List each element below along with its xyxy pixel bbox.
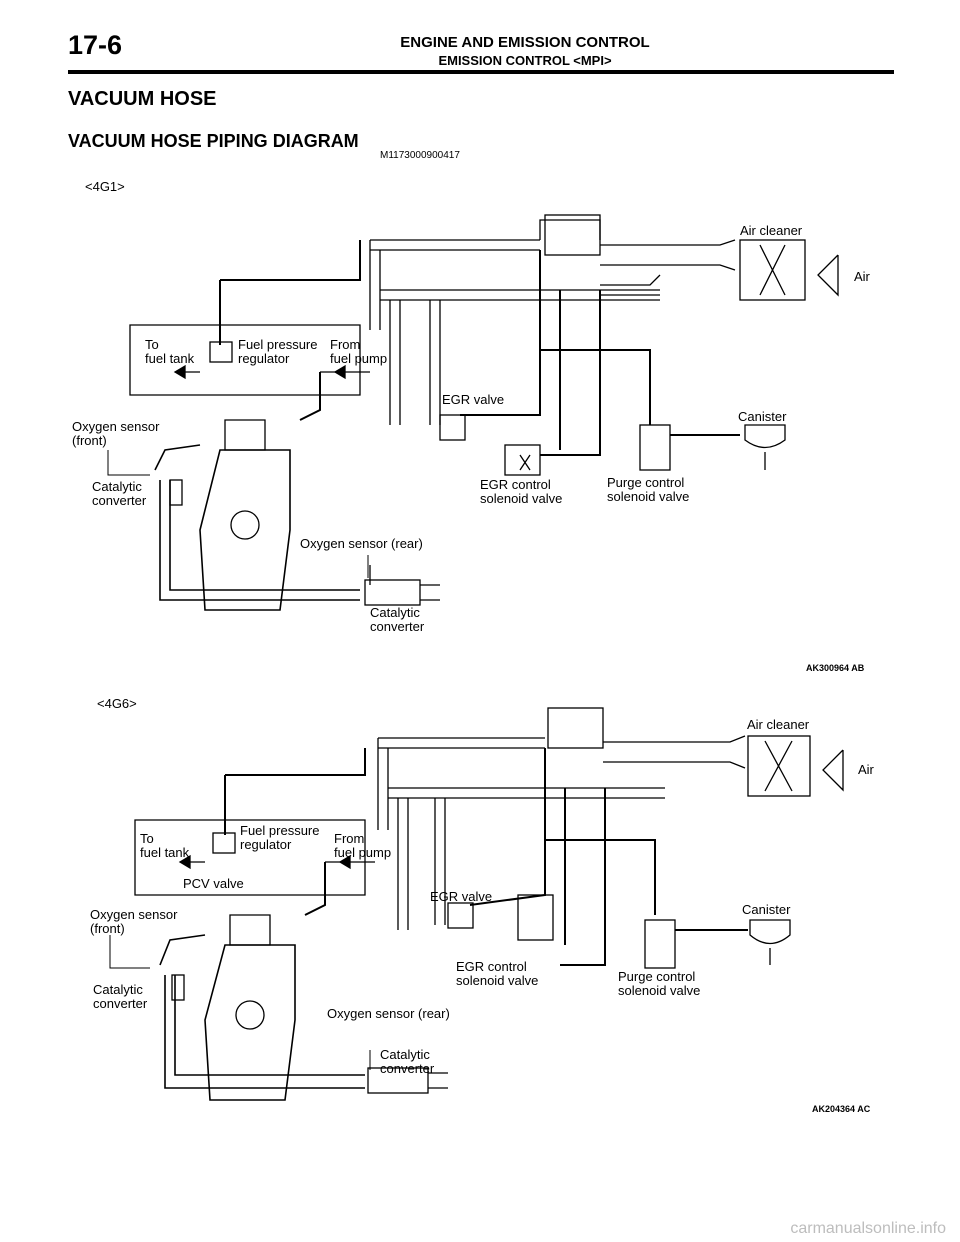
front-catalyst-body xyxy=(169,479,183,506)
oxygen-sensor-rear-label: Oxygen sensor (rear) xyxy=(327,1006,450,1021)
footer-watermark: carmanualsonline.info xyxy=(790,1220,946,1237)
egr-valve-body xyxy=(439,414,466,441)
egr-solenoid-body xyxy=(517,894,554,941)
from-fuel-pump-label: From fuel pump xyxy=(330,337,388,366)
air-cleaner-box xyxy=(739,239,806,301)
pcv-valve-label: PCV valve xyxy=(183,876,244,891)
document-code: M1173000900417 xyxy=(380,150,460,161)
egr-signal-hose xyxy=(469,748,546,906)
figure-code: AK204364 AC xyxy=(812,1104,871,1114)
air-inlet-arrow xyxy=(817,254,839,297)
engine-block xyxy=(199,449,291,611)
intake-duct xyxy=(603,735,746,769)
canister-body xyxy=(744,424,786,449)
purge-solenoid-body xyxy=(644,919,676,969)
fuel-pressure-regulator-label: Fuel pressure regulator xyxy=(240,823,320,852)
engine-label: <4G6> xyxy=(97,696,137,711)
catalytic-converter-front-label: Catalytic converter xyxy=(92,479,147,508)
canister-label: Canister xyxy=(738,409,787,424)
fuel-pressure-regulator-label: Fuel pressure regulator xyxy=(238,337,318,366)
throttle-body xyxy=(544,214,601,256)
egr-solenoid-body xyxy=(504,444,541,476)
egr-control-solenoid-label: EGR control solenoid valve xyxy=(480,477,563,506)
vacuum-hose-mid xyxy=(380,289,660,301)
rear-catalyst-body xyxy=(364,579,421,606)
rear-catalyst-body xyxy=(367,1067,429,1094)
air-cleaner-label: Air cleaner xyxy=(747,717,810,732)
air-label: Air xyxy=(858,762,874,777)
exhaust-pipe xyxy=(154,444,360,601)
header-title: ENGINE AND EMISSION CONTROL xyxy=(400,34,650,51)
header-subtitle: EMISSION CONTROL <MPI> xyxy=(438,53,612,68)
fuel-pressure-regulator-body xyxy=(212,832,236,854)
air-cleaner-box xyxy=(747,735,811,797)
from-fuel-pump-label: From fuel pump xyxy=(334,831,392,860)
to-fuel-tank-label: To fuel tank xyxy=(140,831,190,860)
catalytic-converter-rear-label: Catalytic converter xyxy=(370,605,425,634)
oxygen-sensor-rear-label: Oxygen sensor (rear) xyxy=(300,536,423,551)
fuel-pressure-regulator-body xyxy=(209,341,233,363)
page-number: 17-6 xyxy=(68,30,123,60)
exhaust-pipe xyxy=(159,934,365,1089)
air-cleaner-label: Air cleaner xyxy=(740,223,803,238)
egr-valve-body xyxy=(447,902,474,929)
vacuum-hose-upper xyxy=(377,737,545,830)
front-catalyst-body xyxy=(171,974,185,1001)
egr-valve-label: EGR valve xyxy=(430,889,493,904)
vacuum-hose-upper xyxy=(369,239,540,330)
throttle-body xyxy=(547,707,604,749)
purge-control-solenoid-label: Purge control solenoid valve xyxy=(618,969,701,998)
engine-label: <4G1> xyxy=(85,179,125,194)
purge-hose xyxy=(544,798,656,915)
purge-control-solenoid-label: Purge control solenoid valve xyxy=(607,475,690,504)
intake-duct xyxy=(600,239,736,271)
header-rule xyxy=(68,70,894,74)
figure-code: AK300964 AB xyxy=(806,663,865,673)
fuel-return-hose xyxy=(225,748,366,776)
canister-body xyxy=(749,919,791,945)
egr-valve-label: EGR valve xyxy=(442,392,505,407)
air-inlet-arrow xyxy=(822,749,844,792)
air-label: Air xyxy=(854,269,870,284)
vacuum-hose-mid xyxy=(388,787,665,799)
canister-label: Canister xyxy=(742,902,791,917)
oxygen-sensor-front-label: Oxygen sensor (front) xyxy=(72,419,160,448)
to-fuel-tank-label: To fuel tank xyxy=(145,337,195,366)
purge-solenoid-body xyxy=(639,424,671,471)
subsection-title: VACUUM HOSE PIPING DIAGRAM xyxy=(68,131,359,151)
catalytic-converter-rear-label: Catalytic converter xyxy=(380,1047,435,1076)
engine-block xyxy=(204,944,296,1101)
purge-hose xyxy=(539,290,651,425)
egr-control-solenoid-label: EGR control solenoid valve xyxy=(456,959,539,988)
section-title: VACUUM HOSE xyxy=(68,88,217,110)
fuel-return-hose xyxy=(220,240,361,281)
catalytic-converter-front-label: Catalytic converter xyxy=(93,982,148,1011)
oxygen-sensor-front-label: Oxygen sensor (front) xyxy=(90,907,178,936)
